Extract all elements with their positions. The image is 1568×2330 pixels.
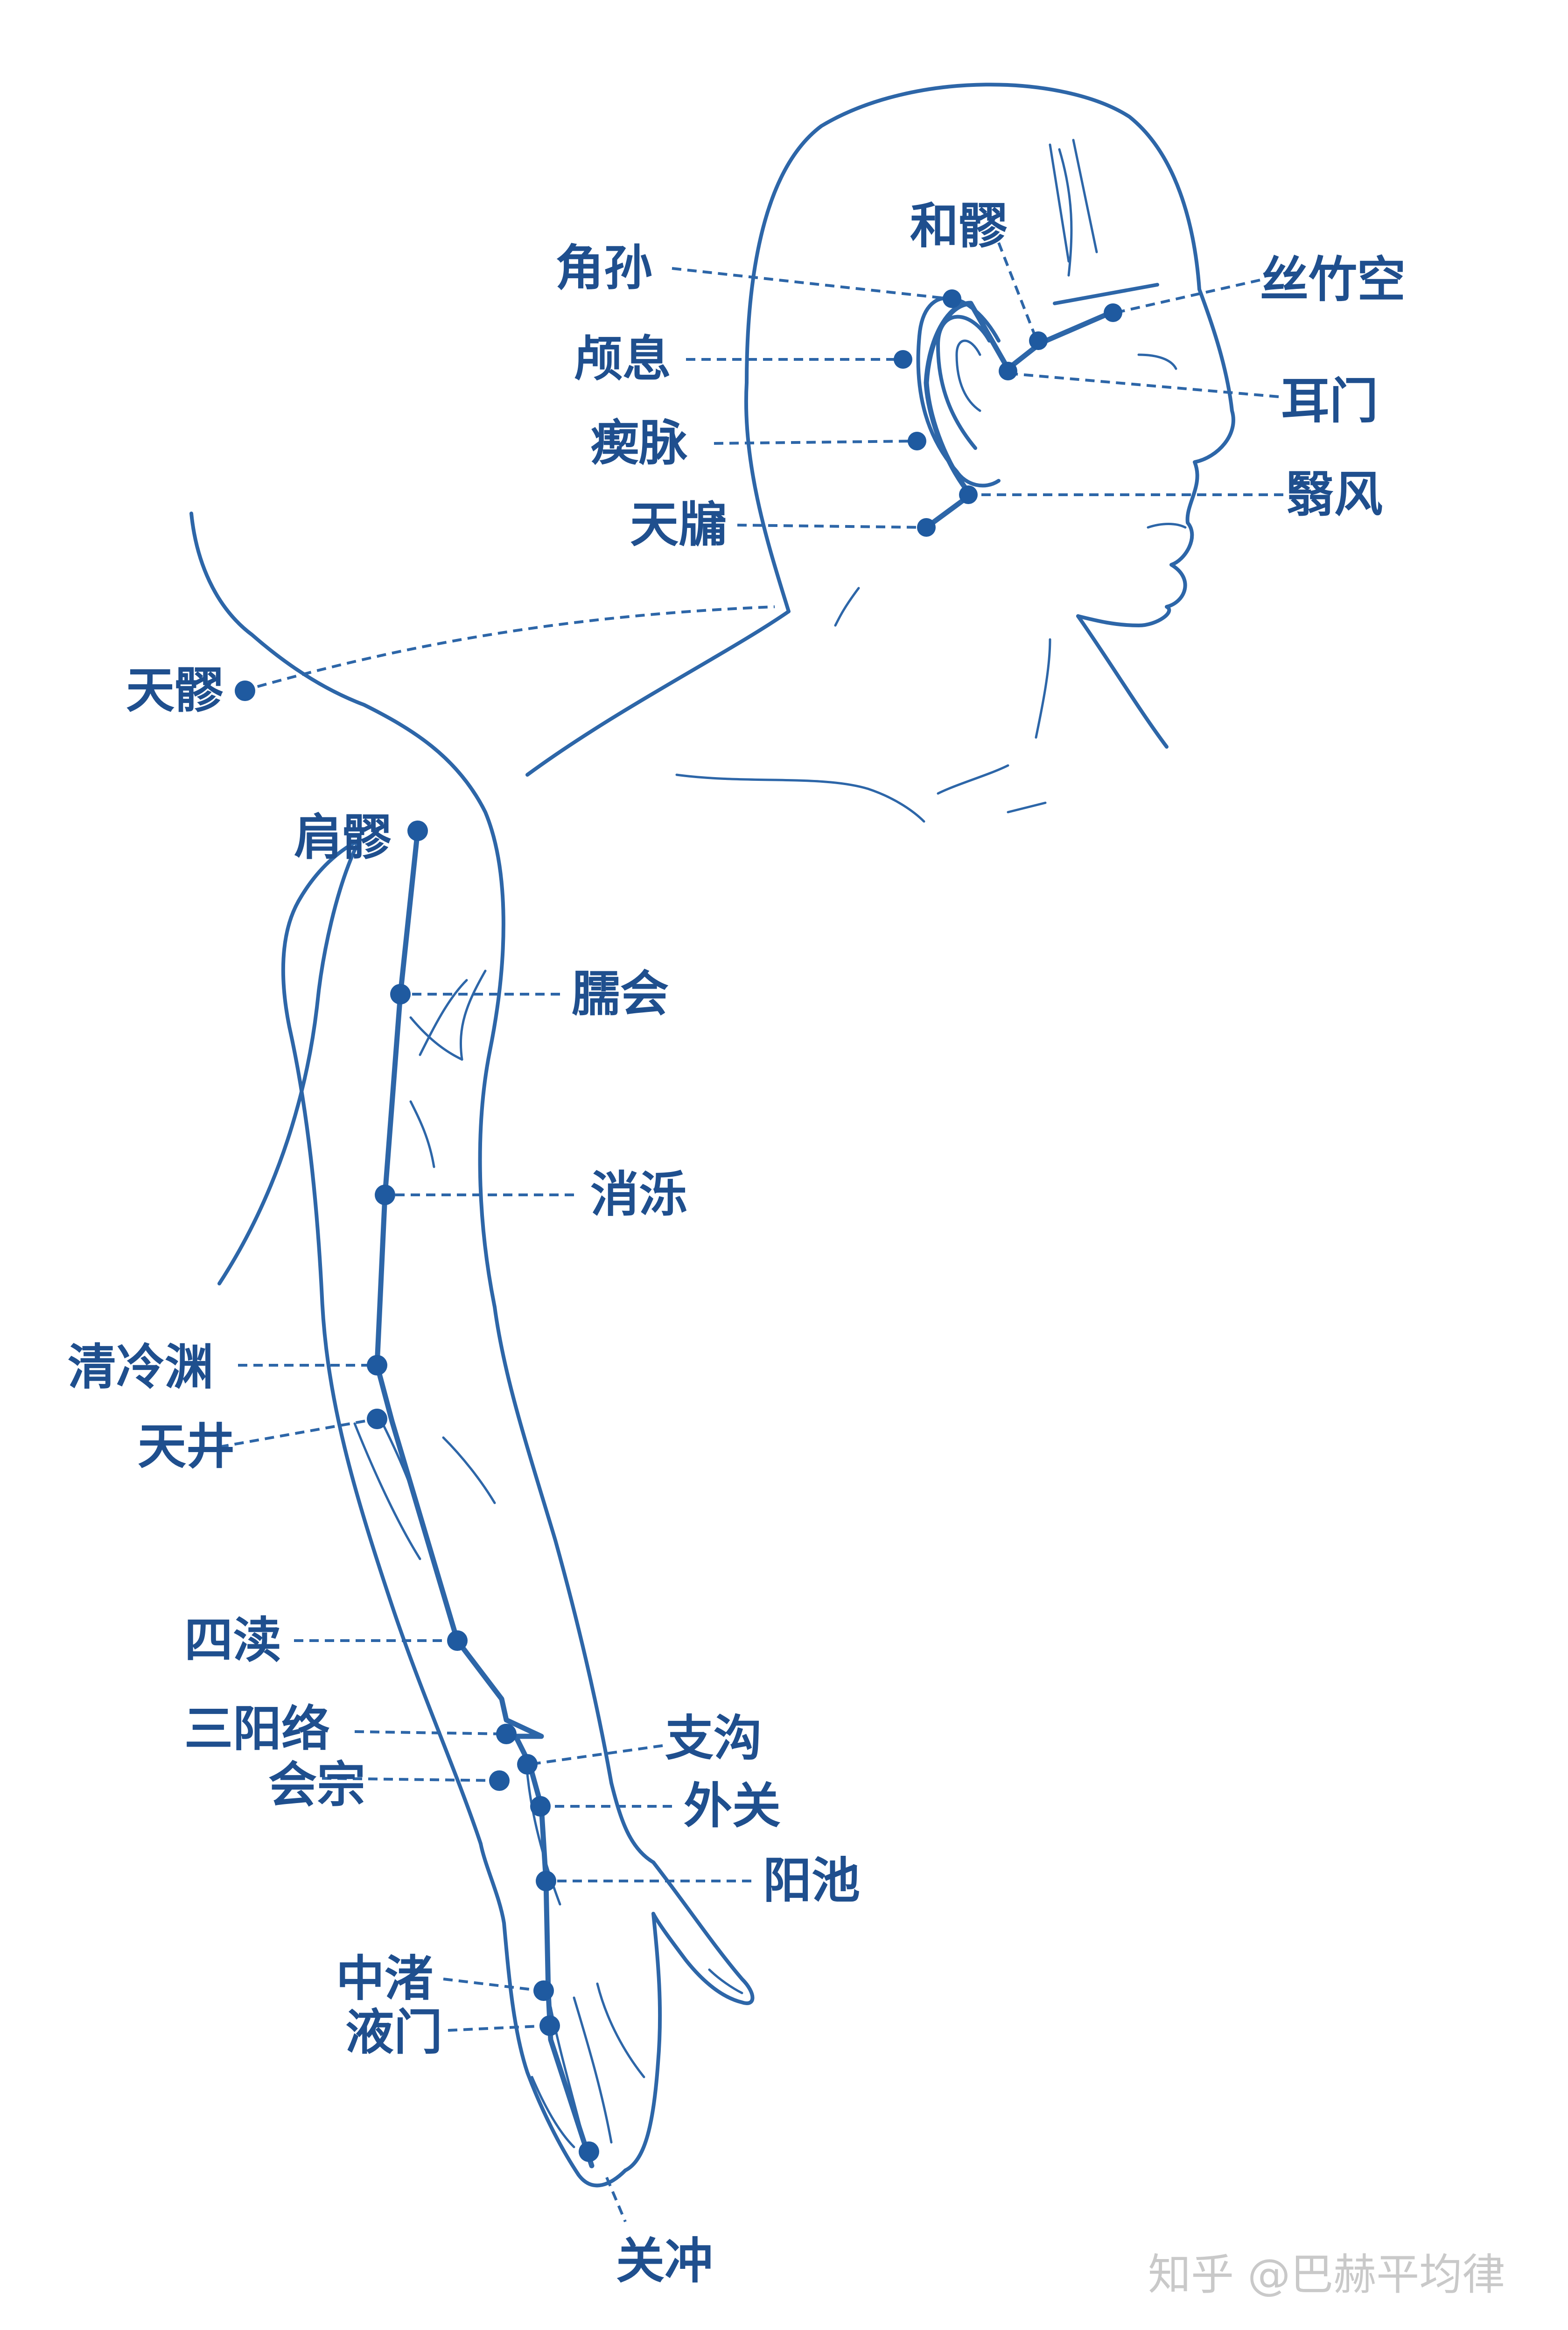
point-sanyangluo [496,1724,517,1744]
label-huizong: 会宗 [268,1756,365,1813]
point-ermen [999,362,1017,380]
neck-shoulders [525,587,1169,823]
label-yangchi: 阳池 [763,1852,860,1909]
point-tianyou [917,518,936,537]
label-sanyangluo: 三阳络 [184,1700,330,1757]
acupoints [235,289,1122,2162]
point-naohui [390,984,411,1004]
label-ermen: 耳门 [1281,372,1378,429]
arm-outline [189,512,755,2188]
point-zhongzhu [533,1980,554,2001]
label-sidu: 四渎 [184,1612,281,1669]
leader-lines [219,242,1283,2223]
point-jiaosun [943,289,961,308]
point-tianjing [367,1409,387,1429]
point-chimai [908,432,926,450]
label-yifeng: 翳风 [1286,466,1383,523]
point-yemen [539,2015,560,2036]
point-waiguan [530,1796,551,1817]
label-jianliao: 肩髎 [294,809,391,866]
label-tianjing: 天井 [138,1418,235,1475]
label-guanchong: 关冲 [616,2232,713,2289]
label-tianliao: 天髎 [126,662,223,719]
point-tianliao [235,681,255,701]
label-xiaoluo: 消泺 [590,1166,687,1223]
label-heliao: 和髎 [910,197,1007,254]
point-sidu [447,1630,468,1651]
label-naohui: 臑会 [572,965,669,1022]
label-tianyou: 天牖 [630,496,727,553]
point-xiaoluo [375,1185,395,1205]
point-qinglengyuan [367,1355,387,1376]
label-waiguan: 外关 [684,1777,781,1834]
point-jianliao [407,821,428,841]
point-luxi [894,350,912,369]
point-sizhukong [1104,303,1122,322]
meridian-line [374,301,1113,2169]
label-qinglengyuan: 清冷渊 [68,1339,213,1396]
label-zhongzhu: 中渚 [336,1950,433,2007]
point-heliao [1029,331,1048,350]
point-zhigou [517,1754,538,1775]
watermark: 知乎 @巴赫平均律 [1148,2250,1505,2300]
point-yangchi [536,1871,556,1891]
point-huizong [489,1770,510,1791]
label-jiaosun: 角孙 [555,239,652,296]
label-yemen: 液门 [345,2004,442,2061]
label-luxi: 颅息 [574,330,671,387]
label-zhigou: 支沟 [665,1710,762,1767]
labels: 角孙 和髎 丝竹空 颅息 耳门 瘈脉 翳风 天牖 天髎 肩髎 臑会 消泺 清冷渊… [68,197,1406,2289]
label-sizhukong: 丝竹空 [1260,251,1406,308]
point-guanchong [579,2141,599,2162]
point-yifeng [959,485,978,504]
head-outline [744,83,1235,627]
label-chimai: 瘈脉 [590,414,688,471]
